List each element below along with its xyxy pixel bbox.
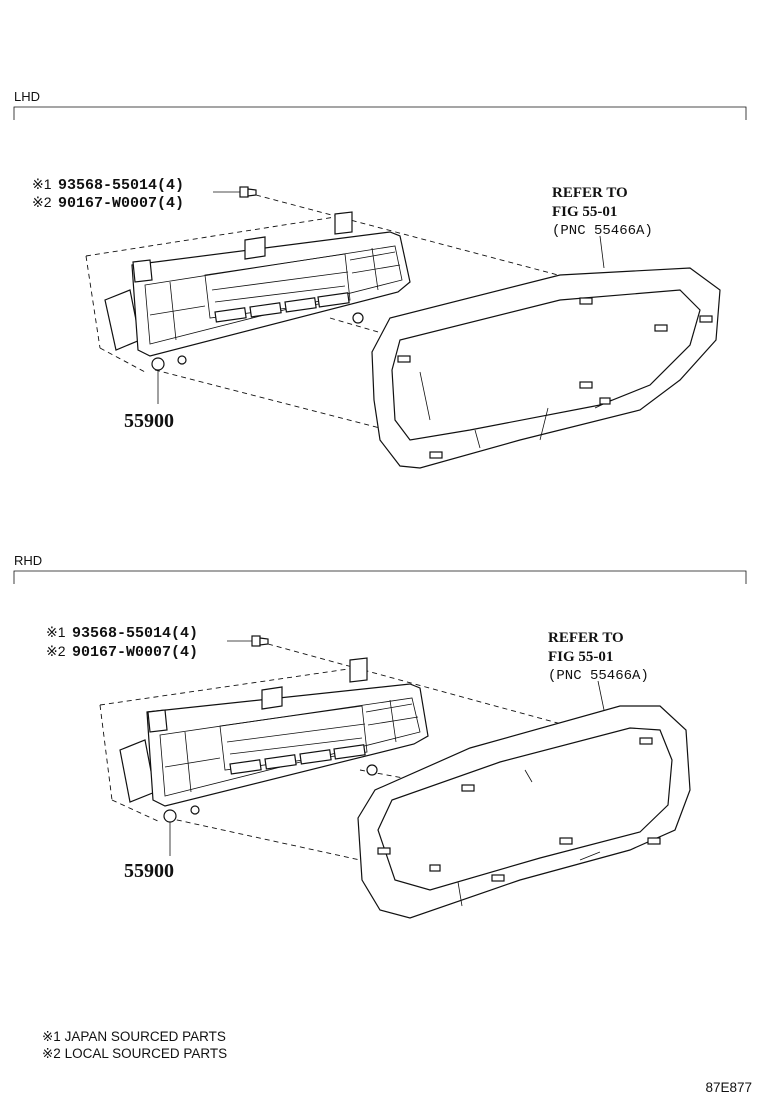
rhd-bolt1-mark: ※1: [46, 624, 66, 640]
figure-code: 87E877: [705, 1080, 752, 1095]
lhd-part-number: 55900: [124, 410, 174, 432]
lhd-bezel-frame: [371, 267, 721, 469]
lhd-bolt2-partno: 90167-W0007(4): [58, 195, 184, 212]
lhd-screw-icon: [239, 186, 257, 198]
rhd-refer-line2: FIG 55-01: [548, 649, 613, 665]
rhd-refer-line1: REFER TO: [548, 630, 624, 646]
lhd-section-bracket: [13, 106, 747, 120]
lhd-bolt1-mark: ※1: [32, 176, 52, 192]
footnote-local-sourced: ※2 LOCAL SOURCED PARTS: [42, 1046, 227, 1061]
rhd-control-panel: [119, 657, 429, 823]
rhd-part-number: 55900: [124, 860, 174, 882]
lhd-bolt2-mark: ※2: [32, 194, 52, 210]
lhd-heading: LHD: [14, 89, 40, 104]
footnote-japan-sourced: ※1 JAPAN SOURCED PARTS: [42, 1029, 226, 1044]
lhd-refer-line3: (PNC 55466A): [552, 223, 653, 239]
rhd-refer-line3: (PNC 55466A): [548, 668, 649, 684]
lhd-refer-line2: FIG 55-01: [552, 204, 617, 220]
rhd-bolt2-partno: 90167-W0007(4): [72, 644, 198, 661]
lhd-refer-line1: REFER TO: [552, 185, 628, 201]
lhd-bolt1-partno: 93568-55014(4): [58, 177, 184, 194]
rhd-bolt1-partno: 93568-55014(4): [72, 625, 198, 642]
rhd-section: RHD ※1 93568-55014(4) ※2 90167-W0007(4) …: [13, 553, 747, 919]
rhd-heading: RHD: [14, 553, 42, 568]
rhd-section-bracket: [13, 570, 747, 584]
rhd-screw-icon: [251, 635, 269, 647]
footnotes: ※1 JAPAN SOURCED PARTS ※2 LOCAL SOURCED …: [42, 1029, 227, 1061]
rhd-bolt2-mark: ※2: [46, 643, 66, 659]
rhd-bezel-frame: [357, 705, 691, 919]
lhd-refer-leader: [599, 235, 605, 269]
rhd-refer-leader: [597, 680, 605, 711]
lhd-section: LHD ※1 93568-55014(4) ※2 90167-W0007(4) …: [13, 89, 747, 469]
lhd-control-panel: [104, 211, 411, 371]
